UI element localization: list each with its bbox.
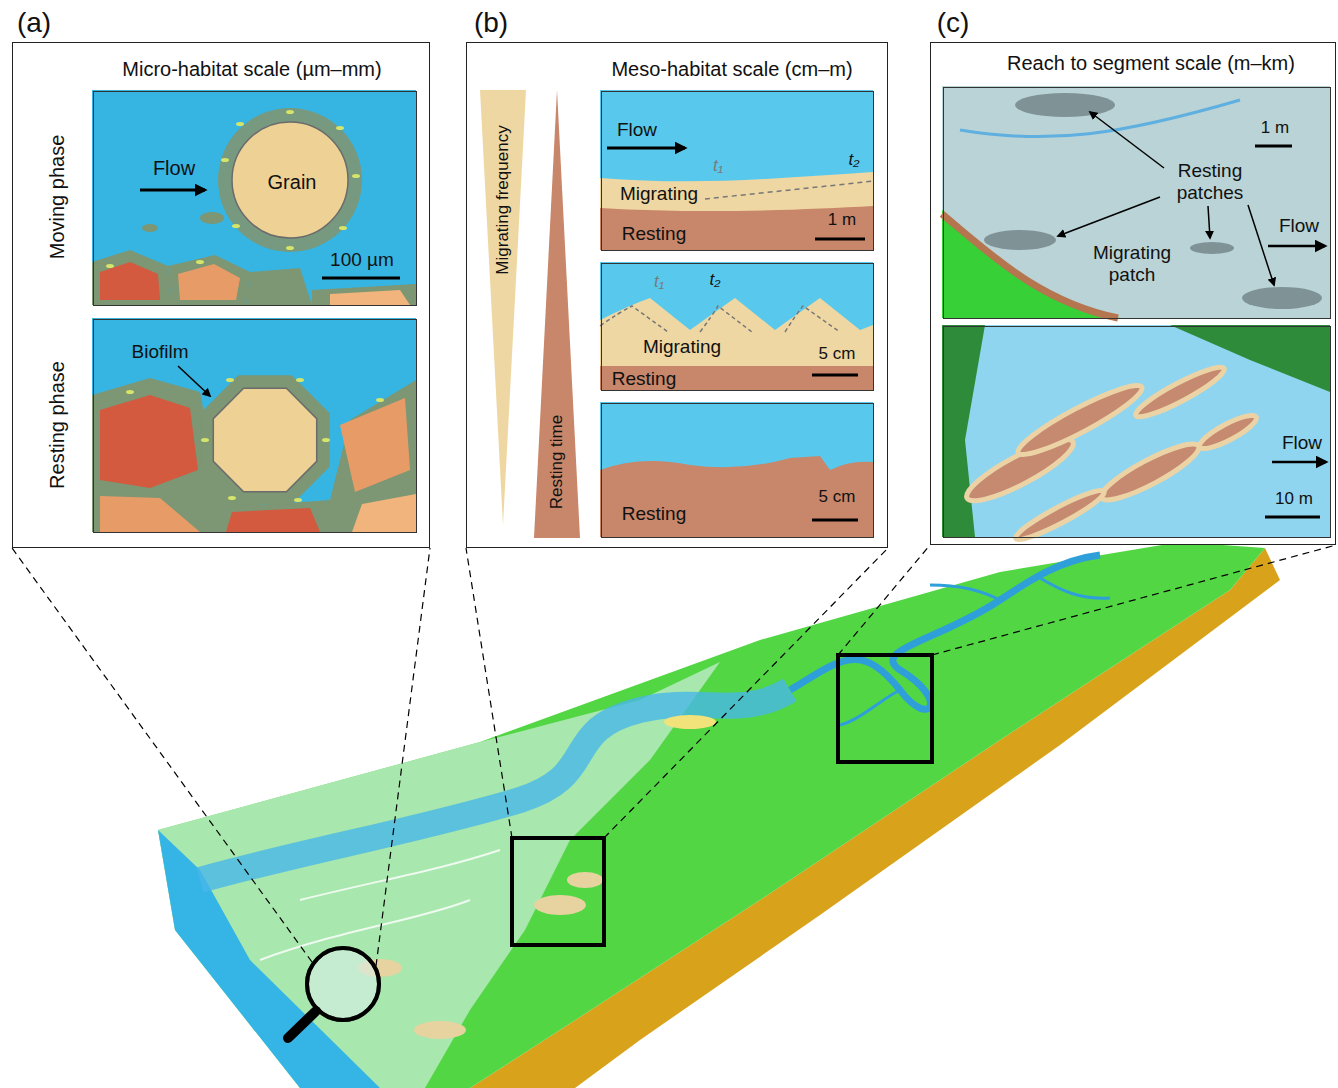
time-label: t₂	[848, 150, 859, 170]
panel-letter: (c)	[937, 7, 970, 39]
phase-label: Moving phase	[46, 135, 69, 260]
layer-label: Resting	[622, 223, 686, 245]
frequency-wedge	[480, 90, 526, 525]
gradient-label: Migrating frequency	[493, 125, 513, 274]
panel-title: Meso-habitat scale (cm–m)	[611, 58, 852, 81]
image-panel: FlowGrain 100 µm	[93, 91, 417, 306]
meso-bedform-picture	[600, 90, 873, 250]
image-panel: Flow 10 m	[943, 326, 1331, 538]
scale-label: 1 m	[1261, 118, 1289, 138]
time-label: t₁	[713, 156, 723, 176]
patch-label: Resting patches	[1164, 160, 1256, 204]
panel-letter: (b)	[474, 7, 508, 39]
scale-label: 100 µm	[330, 249, 394, 271]
scale-label: 10 m	[1275, 489, 1313, 509]
panel-title: Micro-habitat scale (µm–mm)	[122, 58, 381, 81]
reach-braided-picture	[942, 325, 1330, 546]
scale-label: 1 m	[828, 210, 856, 230]
panel-box: (c)Reach to segment scale (m–km)1 mResti…	[930, 42, 1336, 545]
image-panel: t₁ t₂ MigratingResting 5 cm	[601, 263, 874, 391]
grain-label: Grain	[268, 171, 317, 194]
zoom-line	[12, 545, 1336, 966]
flow-label: Flow	[153, 157, 195, 180]
time-label: t₂	[709, 270, 720, 290]
gradient-label: Resting time	[547, 415, 567, 509]
flow-label: Flow	[1282, 432, 1322, 454]
micro-resting-picture	[92, 318, 416, 532]
panel-box: (a)Micro-habitat scale (µm–mm)FlowGrain1…	[12, 42, 430, 548]
patch-label: Migrating patch	[1082, 242, 1182, 286]
flow-label: Flow	[617, 119, 657, 141]
panel-box: (b)Meso-habitat scale (cm–m)FlowMigratin…	[466, 42, 888, 548]
time-wedge	[534, 90, 580, 538]
layer-label: Migrating	[620, 183, 698, 205]
reach-meander-picture	[942, 86, 1330, 318]
image-panel: FlowMigrating t₁ t₂ Resting 1 m	[601, 91, 874, 251]
layer-label: Resting	[612, 368, 676, 390]
image-panel: 1 m Resting patchesMigrating patch Flow	[943, 87, 1331, 319]
biofilm-label: Biofilm	[131, 341, 188, 363]
time-label: t₁	[654, 272, 664, 292]
flow-label: Flow	[1279, 215, 1319, 237]
image-panel: Resting 5 cm	[601, 403, 874, 538]
scale-label: 5 cm	[819, 487, 856, 507]
river-landscape	[158, 542, 1280, 1088]
scale-label: 5 cm	[819, 344, 856, 364]
layer-label: Resting	[622, 503, 686, 525]
panel-title: Reach to segment scale (m–km)	[1007, 52, 1295, 75]
meso-ripple-picture	[600, 262, 873, 390]
image-panel: Biofilm	[93, 319, 417, 533]
meso-resting-picture	[600, 402, 873, 537]
phase-label: Resting phase	[46, 361, 69, 489]
panel-letter: (a)	[17, 7, 51, 39]
micro-moving-picture	[92, 90, 416, 305]
layer-label: Migrating	[643, 336, 721, 358]
